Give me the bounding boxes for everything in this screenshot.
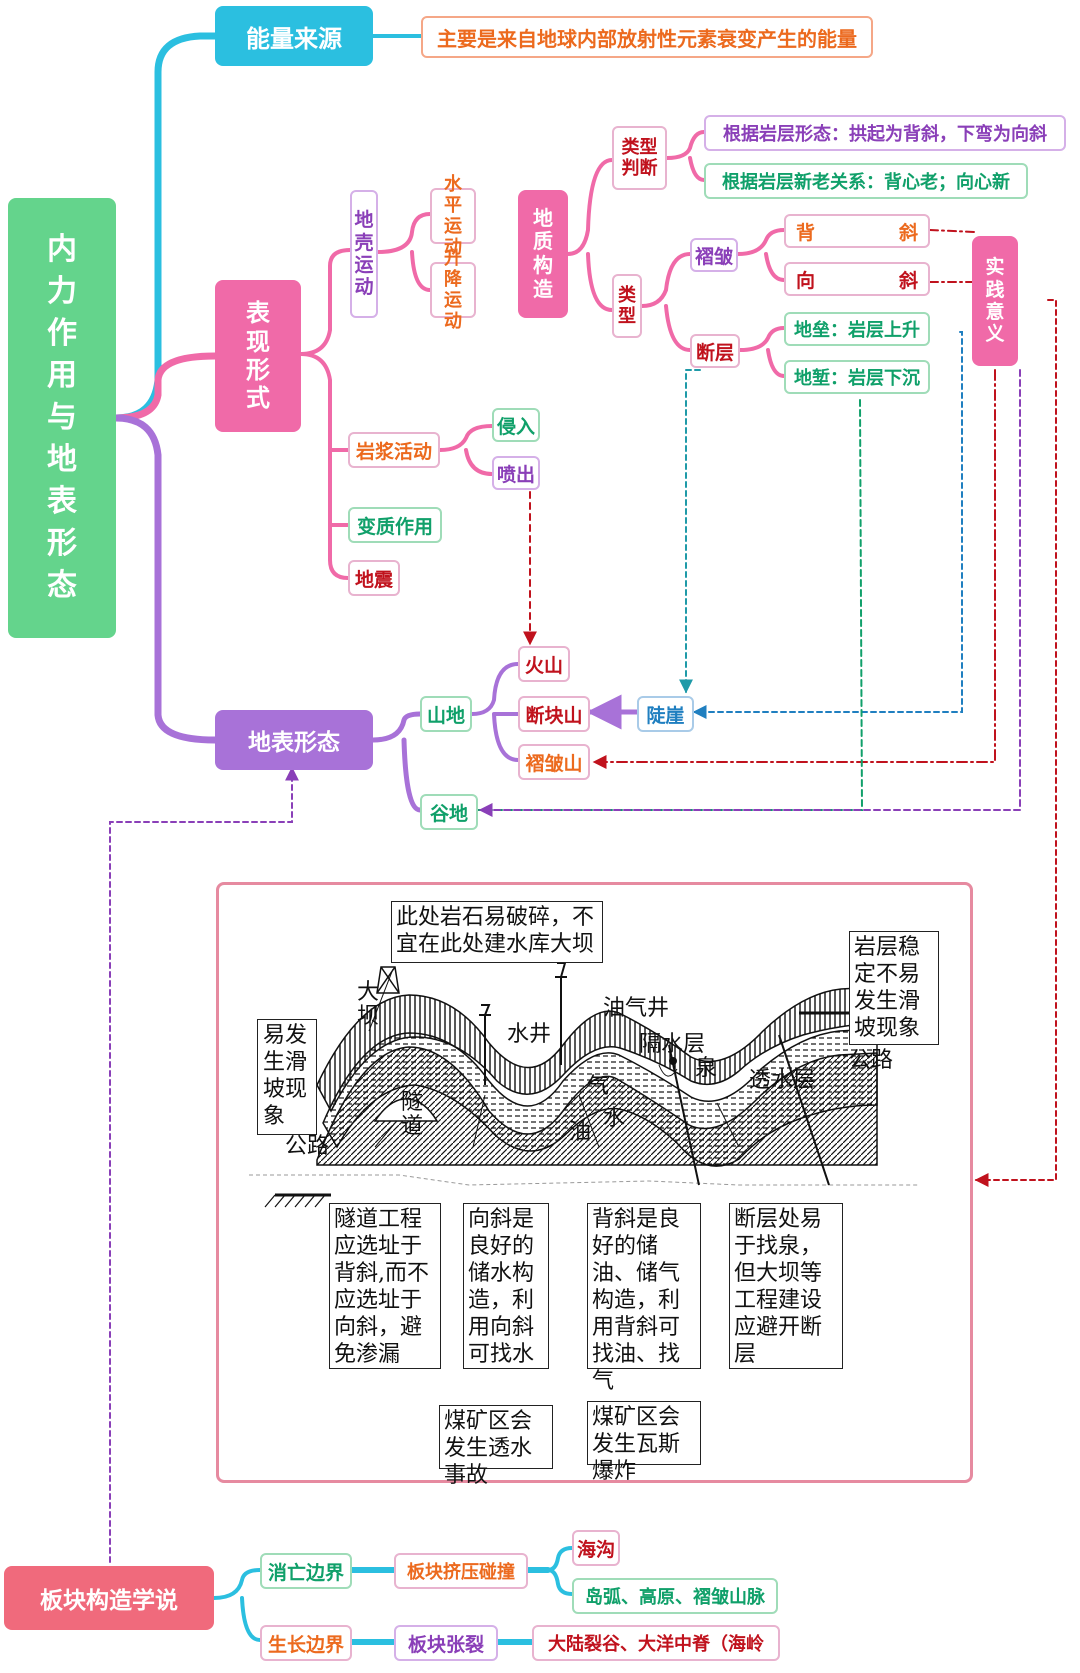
energy-source-node: 能量来源 — [215, 6, 373, 66]
tunnel-label: 隧道 — [401, 1090, 424, 1140]
anticline-label-a: 背 — [796, 221, 816, 244]
coal-gas-explosion-box: 煤矿区会发生瓦斯爆炸 — [587, 1401, 701, 1484]
left-note: 易发生滑坡现象 — [257, 1019, 317, 1135]
water-label: 水 — [603, 1106, 626, 1131]
mountain-node: 山地 — [420, 696, 472, 732]
structure-types-node: 类型 — [612, 274, 642, 338]
fault-spring-box: 断层处易于找泉，但大坝等工程建设应避开断层 — [729, 1203, 843, 1369]
aquifer-label: 透水层 — [749, 1068, 816, 1093]
expression-node: 表现形式 — [215, 280, 301, 432]
arc-plateau-mountain-node: 岛弧、高原、褶皱山脉 — [572, 1578, 778, 1614]
road-right-label: 公路 — [849, 1048, 894, 1073]
plate-rifting-node: 板块张裂 — [394, 1625, 498, 1661]
plate-collision-node: 板块挤压碰撞 — [394, 1553, 528, 1589]
top-note: 此处岩石易破碎，不宜在此处建水库大坝 — [391, 901, 603, 963]
fault-block-mountain-node: 断块山 — [518, 696, 590, 732]
eruption-node: 喷出 — [492, 456, 540, 490]
practical-significance-node: 实践意义 — [972, 236, 1018, 366]
spring-label: 泉 — [695, 1056, 718, 1081]
fold-node: 褶皱 — [690, 238, 738, 272]
geologic-structure-node: 地质构造 — [518, 190, 568, 318]
horizontal-movement-node: 水平运动 — [430, 174, 476, 258]
rift-ridge-node: 大陆裂谷、大洋中脊（海岭 — [532, 1625, 780, 1661]
geologic-application-figure: 此处岩石易破碎，不宜在此处建水库大坝 岩层稳定不易发生滑坡现象 易发生滑坡现象 … — [216, 882, 973, 1488]
constructive-boundary-node: 生长边界 — [260, 1625, 352, 1661]
geologic-cross-section — [249, 962, 919, 1325]
magma-activity-node: 岩浆活动 — [348, 432, 440, 468]
syncline-label-b: 斜 — [898, 269, 918, 292]
syncline-water-box: 向斜是良好的储水构造，利用向斜可找水 — [463, 1203, 549, 1369]
gas-label: 气 — [587, 1074, 610, 1099]
earthquake-node: 地震 — [348, 560, 400, 596]
oil-label: 油 — [569, 1120, 592, 1145]
right-note: 岩层稳定不易发生滑坡现象 — [849, 931, 939, 1045]
energy-source-desc: 主要是来自地球内部放射性元素衰变产生的能量 — [421, 16, 873, 58]
aquiclude-label: 隔水层 — [639, 1032, 706, 1057]
graben-node: 地堑：岩层下沉 — [784, 360, 930, 394]
vertical-movement-node: 升降运动 — [430, 248, 476, 332]
plate-tectonics-node: 板块构造学说 — [4, 1566, 214, 1630]
coal-water-accident-box: 煤矿区会发生透水事故 — [439, 1405, 553, 1488]
landform-node: 地表形态 — [215, 710, 373, 770]
anticline-oil-box: 背斜是良好的储油、储气构造，利用背斜可找油、找气 — [587, 1203, 701, 1394]
valley-node: 谷地 — [420, 794, 478, 830]
destructive-boundary-node: 消亡边界 — [260, 1553, 352, 1589]
anticline-node: 背 斜 — [784, 214, 930, 248]
fault-node: 断层 — [690, 334, 740, 368]
syncline-node: 向 斜 — [784, 262, 930, 296]
volcano-node: 火山 — [518, 646, 570, 682]
intrusion-node: 侵入 — [492, 408, 540, 442]
road-left-label: 公路 — [285, 1134, 330, 1159]
oil-gas-well-label: 油气井 — [603, 996, 670, 1021]
cliff-node: 陡崖 — [637, 696, 694, 732]
anticline-label-b: 斜 — [898, 221, 918, 244]
judge-by-age-node: 根据岩层新老关系：背心老；向心新 — [704, 163, 1028, 199]
horst-node: 地垒：岩层上升 — [784, 312, 930, 346]
syncline-label-a: 向 — [796, 269, 816, 292]
metamorphism-node: 变质作用 — [348, 507, 442, 543]
root-node: 内力作用与地表形态 — [8, 198, 116, 638]
trench-node: 海沟 — [572, 1530, 620, 1566]
tunnel-advice-box: 隧道工程应选址于背斜,而不应选址于向斜，避免渗漏 — [329, 1203, 441, 1369]
well-label: 水井 — [507, 1022, 552, 1047]
dam-label: 大坝 — [357, 980, 380, 1030]
judge-by-shape-node: 根据岩层形态：拱起为背斜，下弯为向斜 — [704, 115, 1066, 151]
fold-mountain-node: 褶皱山 — [518, 744, 590, 780]
crust-movement-node: 地壳运动 — [350, 190, 378, 318]
type-judgement-node: 类型判断 — [612, 126, 667, 190]
